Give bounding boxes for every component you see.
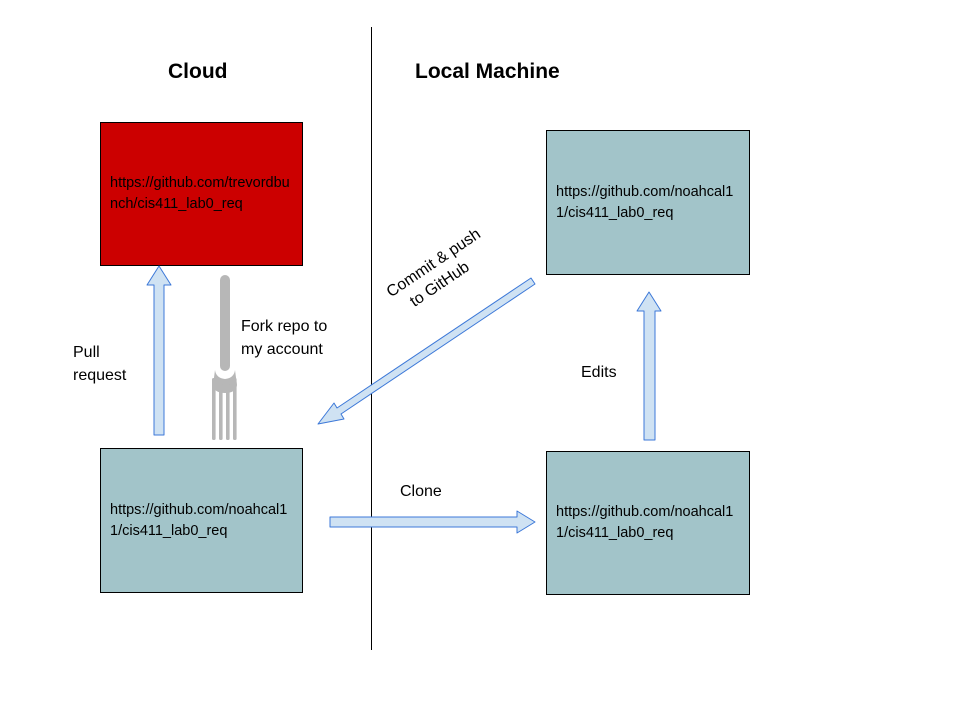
local-machine-heading: Local Machine (415, 60, 560, 83)
local-clone-repo-box: https://github.com/noahcal11/cis411_lab0… (546, 451, 750, 595)
upstream-repo-box: https://github.com/trevordbunch/cis411_l… (100, 122, 303, 266)
pull-request-label-line-1: Pull (73, 344, 100, 361)
local-edited-repo-url: https://github.com/noahcal11/cis411_lab0… (556, 183, 734, 221)
fork-repo-label-line-1: Fork repo to (241, 318, 328, 335)
local-clone-repo-url: https://github.com/noahcal11/cis411_lab0… (556, 504, 734, 541)
clone-label: Clone (400, 483, 442, 500)
pull-request-label-line-2: request (73, 367, 127, 384)
edits-arrow (636, 291, 662, 441)
fork-repo-url: https://github.com/noahcal11/cis411_lab0… (110, 501, 288, 539)
upstream-repo-url: https://github.com/trevordbunch/cis411_l… (110, 175, 290, 212)
clone-arrow (329, 510, 536, 534)
fork-repo-box: https://github.com/noahcal11/cis411_lab0… (100, 448, 303, 593)
cloud-local-divider (371, 27, 372, 650)
commit-push-arrow (317, 277, 536, 425)
edits-label: Edits (581, 364, 617, 381)
pull-request-label: Pull request (73, 341, 126, 387)
pull-request-arrow (146, 265, 172, 436)
fork-repo-label-line-2: my account (241, 341, 323, 358)
fork-repo-label: Fork repo to my account (241, 315, 327, 361)
local-edited-repo-box: https://github.com/noahcal11/cis411_lab0… (546, 130, 750, 275)
fork-icon (212, 275, 237, 440)
cloud-heading: Cloud (168, 60, 228, 83)
